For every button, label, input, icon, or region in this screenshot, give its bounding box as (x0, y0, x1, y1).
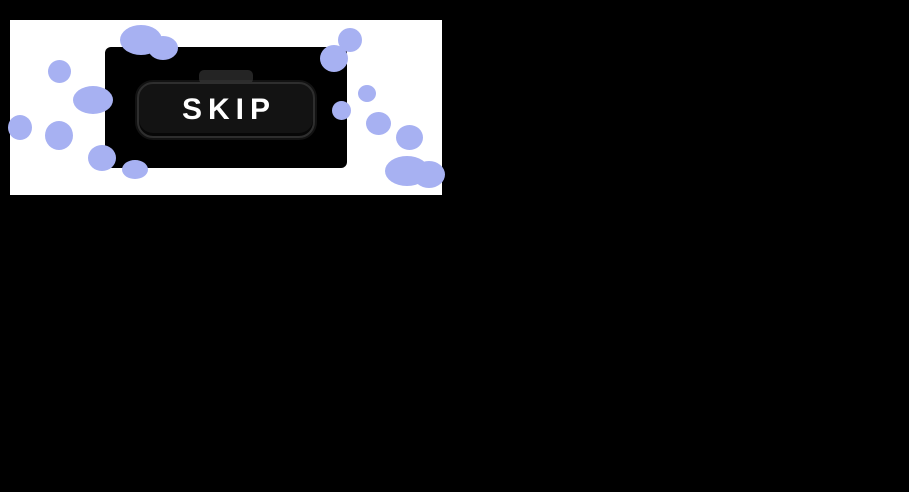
paint-blob (413, 161, 445, 188)
paint-blob (385, 156, 429, 186)
paint-blob (366, 112, 391, 135)
skip-modal: SKIP (105, 47, 347, 168)
paint-blob (396, 125, 423, 150)
paint-blob (8, 115, 32, 140)
paint-blob (48, 60, 71, 83)
paint-blob (358, 85, 376, 102)
drawing-canvas[interactable]: SKIP (8, 20, 445, 195)
skip-button[interactable]: SKIP (137, 82, 315, 138)
paint-blob (45, 121, 73, 150)
modal-handle (199, 70, 253, 84)
